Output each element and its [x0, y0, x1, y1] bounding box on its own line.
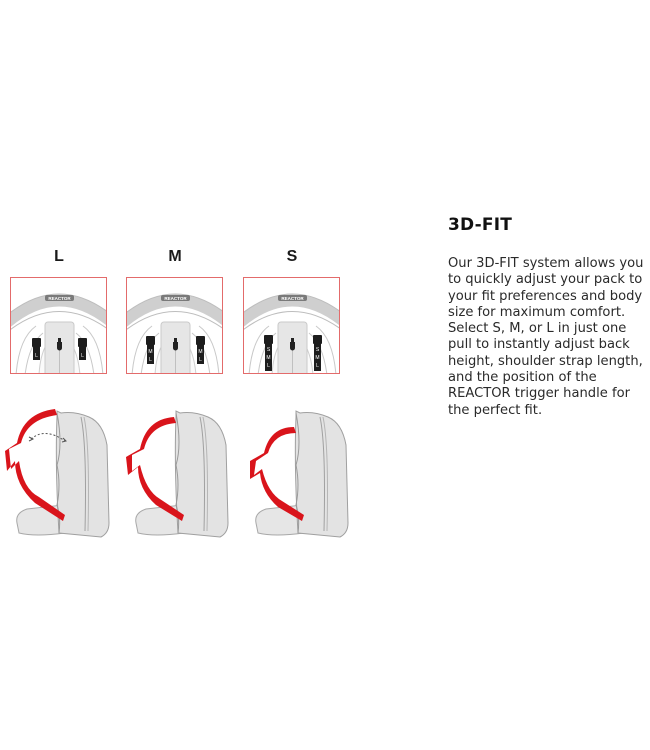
svg-text:REACTOR: REACTOR — [164, 296, 187, 301]
svg-text:L: L — [149, 357, 152, 363]
back-panel-detail-m: REACTOR M L M L — [126, 277, 223, 374]
svg-text:S: S — [316, 347, 320, 353]
svg-text:M: M — [148, 349, 152, 355]
back-panel-detail-l: REACTOR L L — [10, 277, 107, 374]
svg-text:L: L — [81, 353, 84, 359]
svg-text:L: L — [316, 363, 319, 369]
svg-text:M: M — [315, 355, 319, 361]
back-panel-illustration: REACTOR M L M L — [127, 293, 222, 373]
size-label-l: L — [54, 248, 64, 265]
pack-side-view-l — [5, 405, 115, 540]
feature-description: Our 3D-FIT system allows you to quickly … — [448, 256, 644, 418]
svg-text:L: L — [35, 353, 38, 359]
svg-text:L: L — [199, 357, 202, 363]
svg-text:S: S — [267, 347, 271, 353]
backpack-illustration — [126, 410, 229, 538]
back-panel-illustration: REACTOR S M L S M L — [244, 293, 339, 373]
svg-text:L: L — [267, 363, 270, 369]
pack-side-view-s — [244, 405, 354, 540]
feature-title: 3D-FIT — [448, 215, 513, 235]
size-label-s: S — [286, 248, 298, 265]
back-panel-detail-s: REACTOR S M L S M L — [243, 277, 340, 374]
svg-text:REACTOR: REACTOR — [48, 296, 71, 301]
svg-text:REACTOR: REACTOR — [281, 296, 304, 301]
back-panel-illustration: REACTOR L L — [11, 293, 106, 373]
backpack-illustration — [5, 409, 110, 538]
svg-text:M: M — [266, 355, 270, 361]
size-label-m: M — [168, 248, 182, 265]
pack-side-view-m — [124, 405, 234, 540]
svg-text:M: M — [198, 349, 202, 355]
backpack-illustration — [250, 410, 349, 538]
